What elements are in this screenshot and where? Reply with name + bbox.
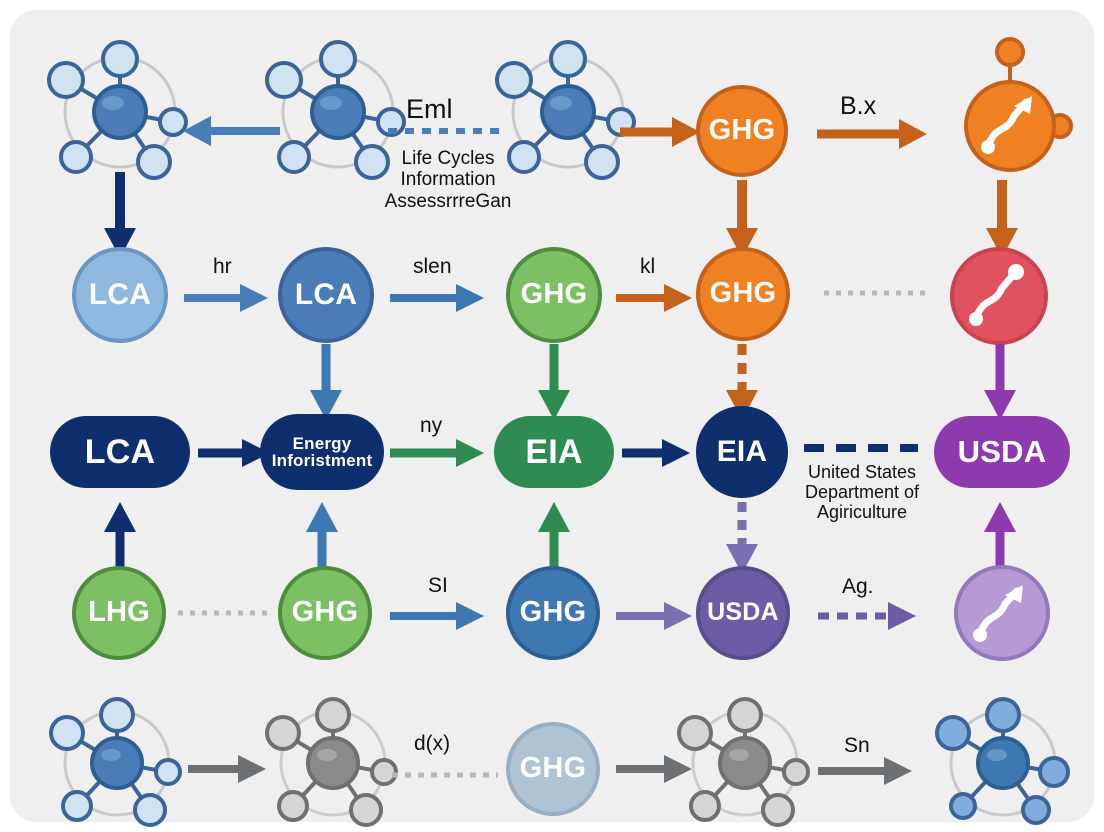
molecule-icon	[40, 32, 200, 192]
arrow-down-c2-r2	[304, 342, 348, 426]
node-label: EIA	[716, 434, 768, 468]
node-growth-r4c5[interactable]	[950, 564, 1054, 664]
arrow-down-c1	[98, 170, 142, 264]
edge-label-usda-full: United States Department of Agiriculture	[804, 462, 920, 523]
growth-arrow-icon	[973, 585, 1023, 642]
node-growth-r1c5[interactable]	[940, 37, 1080, 178]
node-label: LCA	[84, 432, 156, 471]
diagram-canvas: Eml Life Cycles Information AssessrrreGa…	[10, 10, 1094, 827]
molecule-icon	[42, 688, 192, 832]
growth-arrow-icon	[969, 264, 1024, 326]
arrow-right-r5b	[614, 750, 702, 788]
node-label: GHG	[709, 277, 777, 310]
node-energy-r3c2[interactable]: Energy Inforistment	[260, 414, 384, 490]
node-usda-r3c5[interactable]: USDA	[934, 416, 1070, 488]
arrow-right-r3b	[388, 434, 492, 472]
edge-label-kl: kl	[640, 255, 656, 278]
node-growth-r2c5[interactable]	[946, 246, 1052, 348]
arrow-down-dashed-c4-r2	[720, 342, 764, 426]
edge-label-life-cycles: Life Cycles Information AssessrrreGan	[384, 148, 512, 212]
edge-label-slen: slen	[413, 255, 452, 278]
node-lca-r2c2[interactable]: LCA	[278, 247, 374, 343]
dotted-connector-r2	[822, 288, 928, 298]
arrow-right-r1b	[618, 110, 708, 154]
arrow-right-r3c	[620, 434, 696, 472]
arrow-right-r2a	[182, 278, 276, 318]
arrow-left-r1a	[175, 108, 285, 154]
edge-label-si: SI	[428, 574, 448, 597]
node-label: GHG	[520, 278, 588, 311]
arrow-down-dashed-c4-r3	[720, 500, 764, 580]
arrow-down-c3-r2	[532, 342, 576, 426]
node-label: GHG	[291, 596, 359, 629]
node-label: LCA	[88, 277, 152, 311]
molecule-icon	[928, 688, 1078, 832]
node-label: GHG	[519, 752, 587, 785]
node-lca-r2c1[interactable]: LCA	[72, 247, 168, 343]
arrow-right-r1c	[815, 112, 935, 156]
molecule-icon	[258, 688, 408, 832]
node-label: Energy Inforistment	[271, 433, 373, 470]
node-usda-r4c4[interactable]: USDA	[696, 566, 790, 660]
dotted-connector-r4a	[176, 608, 276, 618]
arrow-right-dashed-r4c	[816, 596, 926, 636]
node-label: USDA	[957, 434, 1047, 470]
node-ghg-r4c3[interactable]: GHG	[506, 566, 600, 660]
arrow-right-r2b	[388, 278, 492, 318]
edge-label-ny: ny	[420, 414, 443, 437]
arrow-right-r5a	[186, 750, 276, 788]
molecule-icon	[670, 688, 820, 832]
edge-label-sn: Sn	[844, 734, 870, 757]
edge-label-eml: Eml	[406, 94, 453, 124]
edge-label-dx: d(x)	[414, 732, 451, 755]
molecule-icon	[488, 32, 648, 192]
arrow-down-c5-r1	[980, 178, 1024, 264]
node-ghg-r1c4[interactable]: GHG	[696, 85, 788, 177]
edge-label-ag: Ag.	[842, 575, 874, 598]
molecule-icon	[258, 32, 418, 192]
node-eia-r3c3[interactable]: EIA	[494, 416, 614, 488]
arrow-right-r4b	[614, 596, 700, 636]
node-ghg-r4c2[interactable]: GHG	[278, 566, 372, 660]
arrow-down-c5-r2	[978, 342, 1022, 426]
node-lhg-r4c1[interactable]: LHG	[72, 566, 166, 660]
growth-arrow-icon	[981, 96, 1032, 154]
node-ghg-r2c3[interactable]: GHG	[506, 247, 602, 343]
node-label: LHG	[88, 596, 150, 629]
node-label: EIA	[525, 432, 583, 471]
node-label: GHG	[519, 596, 587, 629]
arrow-right-r4a	[388, 596, 492, 636]
dotted-connector-r5	[390, 770, 500, 780]
dotted-connector-eml	[386, 126, 506, 136]
arrow-right-r3a	[196, 434, 276, 472]
arrow-right-r2c	[614, 278, 700, 318]
node-label: GHG	[708, 114, 776, 147]
node-label: LCA	[294, 277, 358, 311]
node-ghg-r2c4[interactable]: GHG	[696, 247, 790, 341]
node-lca-r3c1[interactable]: LCA	[50, 416, 190, 488]
node-ghg-r5c3[interactable]: GHG	[506, 722, 600, 816]
edge-label-hr: hr	[213, 255, 232, 278]
arrow-right-r5c	[816, 752, 922, 790]
arrow-down-c4-r1	[720, 178, 764, 264]
edge-label-bx: B.x	[840, 92, 877, 120]
node-label: USDA	[707, 598, 779, 627]
dashed-connector-usda	[802, 442, 922, 454]
node-eia-r3c4[interactable]: EIA	[696, 406, 788, 498]
